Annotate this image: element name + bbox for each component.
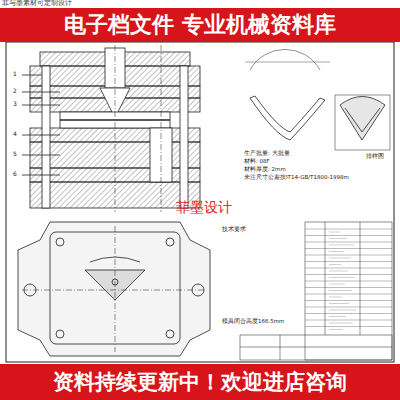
table-rule [305, 242, 392, 243]
callout-number: 3 [13, 101, 17, 108]
table-fill [329, 284, 345, 285]
callout-number: 4 [13, 131, 17, 138]
table-rule [305, 287, 392, 288]
callout-number: 5 [13, 151, 17, 158]
table-rule [305, 235, 392, 236]
table-rule [305, 320, 392, 321]
table-fill [329, 245, 354, 246]
table-fill [329, 277, 355, 278]
table-rule [305, 326, 392, 327]
table-fill [329, 316, 346, 317]
table-fill [329, 297, 342, 298]
table-fill [329, 271, 348, 272]
table-fill [329, 290, 352, 291]
table-rule [305, 274, 392, 275]
spec-note: 未注尺寸公差按IT14-GB/T1800-1998m [244, 174, 349, 180]
table-fill [329, 310, 356, 311]
table-fill [329, 251, 344, 252]
table-fill [329, 303, 349, 304]
view-title: 排样图 [366, 153, 384, 160]
callout-number: 6 [13, 171, 17, 178]
callout-number: 2 [13, 88, 17, 95]
table-rule [305, 229, 392, 230]
table-rule [305, 294, 392, 295]
spec-note: 材料: 08F [244, 158, 270, 164]
spec-note: 材料厚度: 2mm [244, 166, 286, 172]
table-rule [305, 261, 392, 262]
table-fill [329, 264, 341, 265]
banner-text: 电子档文件 专业机械资料库 [64, 10, 336, 40]
table-rule [305, 313, 392, 314]
banner-band: 电子档文件 专业机械资料库 [0, 8, 400, 42]
table-fill [329, 329, 343, 330]
table-fill [329, 232, 340, 233]
table-fill [329, 238, 347, 239]
table-rule [305, 248, 392, 249]
table-rule [305, 281, 392, 282]
table-rule [305, 307, 392, 308]
table-rule [305, 268, 392, 269]
callout-number: 1 [13, 71, 17, 78]
spec-note: 生产批量: 大批量 [244, 150, 290, 156]
note-text: 模具闭合高度166.5mm [222, 318, 284, 324]
table-rule [305, 300, 392, 301]
table-fill [329, 258, 351, 259]
notes-heading: 技术要求 [222, 226, 246, 233]
source-note: 菲与墨素材可定制设计 [2, 0, 72, 8]
banner-band: 资料持续更新中！欢迎进店咨询 [0, 364, 400, 400]
banner-text: 资料持续更新中！欢迎进店咨询 [53, 368, 347, 396]
watermark: 菲墨设计 [176, 200, 232, 215]
table-fill [329, 323, 353, 324]
table-rule [305, 255, 392, 256]
